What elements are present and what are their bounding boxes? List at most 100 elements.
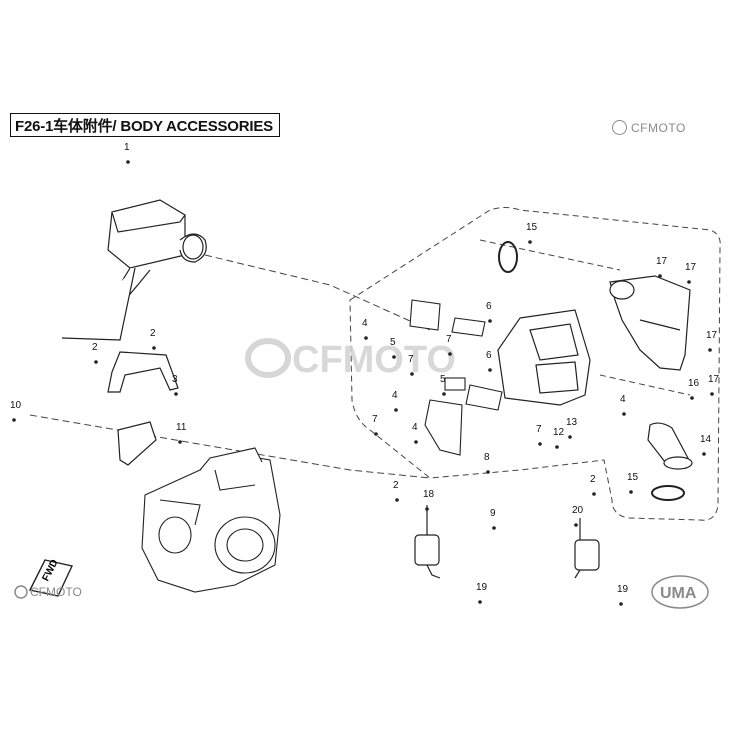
callout-label: 14 (700, 434, 712, 445)
brand-bottom-text: CFMOTO (30, 585, 82, 599)
callout-label: 7 (536, 424, 542, 435)
mirror-right (574, 518, 600, 579)
fastener-dot (687, 280, 691, 284)
bracket-plate-part (117, 421, 157, 466)
fastener-dot (492, 526, 496, 530)
callout-label: 4 (392, 390, 398, 401)
fastener-dot (126, 160, 130, 164)
diagram-title: F26-1车体附件/ BODY ACCESSORIES (15, 117, 273, 135)
fastener-dot (574, 523, 578, 527)
callout-label: 10 (10, 400, 22, 411)
brand-top-text: CFMOTO (631, 120, 686, 135)
callout-label: 17 (708, 374, 720, 385)
fastener-dot (555, 445, 559, 449)
callout-label: 15 (627, 472, 639, 483)
fastener-dot (94, 360, 98, 364)
fastener-dot (174, 392, 178, 396)
fastener-dot (629, 490, 633, 494)
fastener-dot (622, 412, 626, 416)
callout-label: 4 (620, 394, 626, 405)
fastener-dot (538, 442, 542, 446)
brand-bottom-left: CFMOTO (14, 585, 82, 599)
leader-airbox (204, 254, 431, 331)
uma-logo-icon (651, 575, 709, 609)
fastener-dot (395, 498, 399, 502)
fastener-dot (178, 440, 182, 444)
callout-label: 19 (476, 582, 488, 593)
callout-label: 9 (490, 508, 496, 519)
callout-label: 7 (408, 354, 414, 365)
callout-label: 4 (362, 318, 368, 329)
callout-label: 6 (486, 301, 492, 312)
fastener-dot (414, 440, 418, 444)
fastener-dot (448, 352, 452, 356)
fastener-dot (658, 274, 662, 278)
fastener-dot (374, 432, 378, 436)
hose-part (647, 422, 693, 470)
callout-label: 13 (566, 417, 578, 428)
fastener-dot (394, 408, 398, 412)
cfmoto-small-logo-icon (14, 585, 28, 599)
fastener-dot (425, 507, 429, 511)
fastener-dot (392, 355, 396, 359)
uma-logo: UMA (651, 575, 709, 609)
cfmoto-watermark: CFMOTO (245, 338, 456, 381)
callout-label: 12 (553, 427, 565, 438)
assembly-region-outline (349, 207, 721, 521)
callout-label: 7 (372, 414, 378, 425)
leader-bracket (29, 414, 431, 479)
fastener-dot (478, 600, 482, 604)
callout-label: 5 (390, 337, 396, 348)
engine-part (141, 447, 281, 593)
fastener-dot (488, 368, 492, 372)
callout-label: 11 (176, 422, 187, 433)
leader-duct (599, 374, 691, 396)
cfmoto-logo-icon (612, 120, 627, 135)
callout-label: 7 (446, 334, 452, 345)
fastener-dot (708, 348, 712, 352)
callout-label: 4 (412, 422, 418, 433)
callout-label: 17 (656, 256, 668, 267)
fastener-dot (592, 492, 596, 496)
watermark-text: CFMOTO (292, 339, 456, 381)
callout-label: 2 (150, 328, 156, 339)
callout-label: 2 (590, 474, 596, 485)
fastener-dot (702, 452, 706, 456)
callout-label: 16 (688, 378, 700, 389)
callout-label: 8 (484, 452, 490, 463)
cover-panel-part (497, 309, 591, 406)
callout-label: 20 (572, 505, 584, 516)
part-callouts: 1223101115171764577654478121316171747141… (10, 142, 720, 606)
fastener-dot (528, 240, 532, 244)
fastener-dot (619, 602, 623, 606)
diagram-title-box: F26-1车体附件/ BODY ACCESSORIES (10, 113, 280, 137)
airbox-part (61, 199, 207, 341)
clamp-ring-bottom (651, 485, 685, 501)
bracket-part (107, 351, 179, 393)
fastener-dot (488, 319, 492, 323)
callout-label: 15 (526, 222, 538, 233)
callout-label: 3 (172, 374, 178, 385)
callout-label: 18 (423, 489, 435, 500)
fastener-dot (364, 336, 368, 340)
fastener-dot (568, 435, 572, 439)
duct-housing-part (609, 275, 691, 371)
fastener-dot (442, 392, 446, 396)
callout-label: 5 (440, 374, 446, 385)
callout-label: 17 (685, 262, 697, 273)
callout-label: 1 (124, 142, 130, 153)
callout-label: 17 (706, 330, 718, 341)
callout-label: 2 (92, 342, 98, 353)
callout-label: 2 (393, 480, 399, 491)
brand-top-right: CFMOTO (612, 120, 686, 135)
uma-text: UMA (660, 585, 697, 602)
callout-label: 19 (617, 584, 629, 595)
fastener-dot (690, 396, 694, 400)
callout-label: 6 (486, 350, 492, 361)
latch-parts (409, 299, 503, 456)
mirror-left (414, 505, 441, 579)
clamp-ring-top (498, 241, 518, 273)
fastener-dot (12, 418, 16, 422)
fastener-dot (152, 346, 156, 350)
